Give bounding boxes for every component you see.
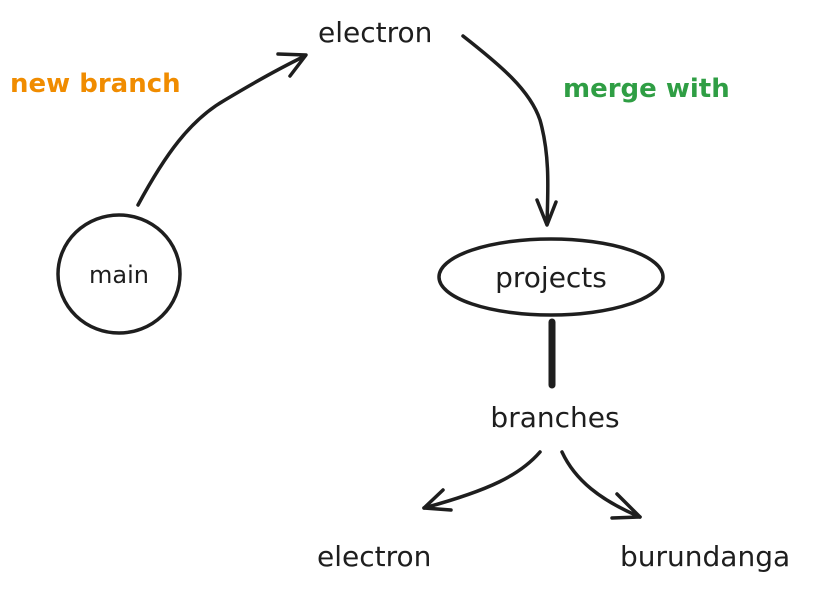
edge-branches-electron [422,450,542,512]
electron-bottom-label: electron [317,540,431,573]
merge-with-label: merge with [563,74,730,104]
burundanga-label: burundanga [620,540,790,573]
merge-with-arrow-line [461,34,550,225]
branches-electron-arrowhead [422,488,453,512]
branches-electron-arrow-line [422,450,542,510]
merge-with-arrowhead [535,198,558,227]
main-circle [56,213,182,335]
edge-new-branch: new branch [10,52,308,207]
new-branch-label: new branch [10,69,181,99]
branches-burundanga-arrow-line [560,450,642,519]
node-electron-top: electron [318,16,432,49]
projects-label: projects [495,261,607,294]
main-label: main [89,261,149,289]
branches-burundanga-arrowhead [610,492,642,520]
node-branches: branches [490,401,619,434]
branches-label: branches [490,401,619,434]
electron-top-label: electron [318,16,432,49]
node-burundanga: burundanga [620,540,790,573]
projects-ellipse [437,237,665,317]
new-branch-arrowhead [276,52,308,78]
node-projects: projects [437,237,665,317]
node-electron-bottom: electron [317,540,431,573]
edge-merge-with: merge with [461,34,730,227]
new-branch-arrow-line [136,54,307,207]
node-main: main [56,213,182,335]
edge-branches-burundanga [560,450,642,520]
